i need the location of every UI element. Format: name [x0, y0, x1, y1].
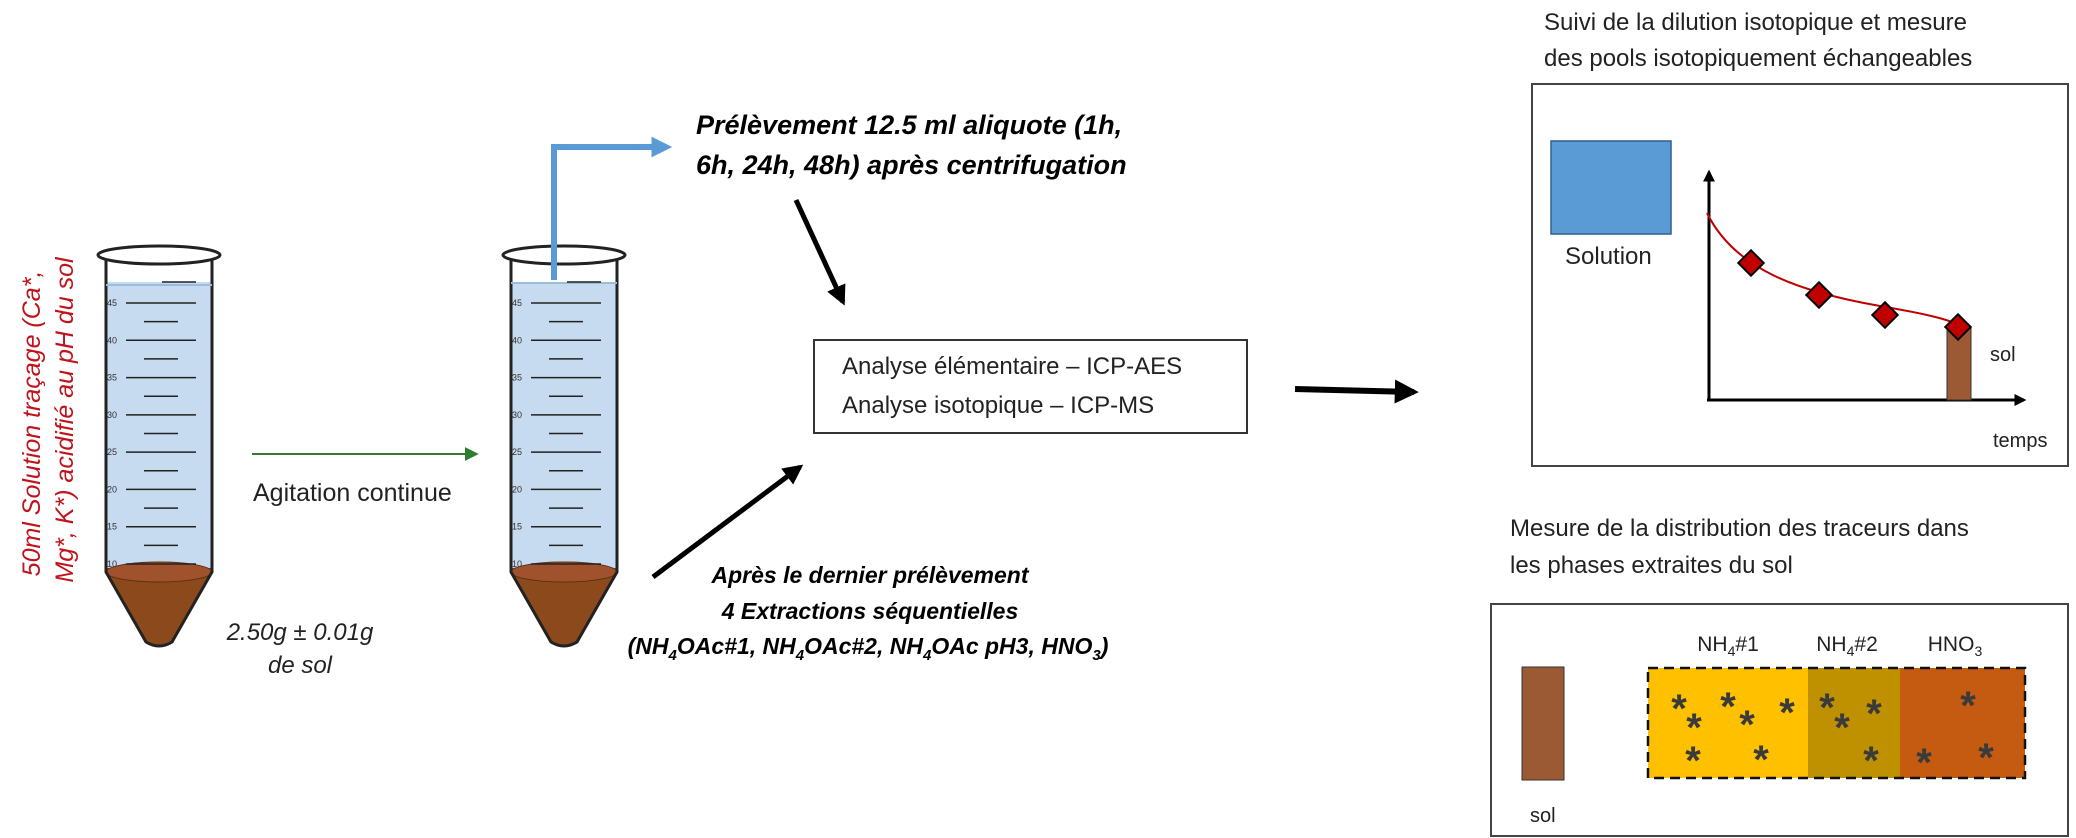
asterisk-icon: * [1834, 706, 1850, 750]
asterisk-icon: * [1739, 703, 1755, 747]
distribution-title-line2: les phases extraites du sol [1510, 552, 1793, 579]
sol-label-graph: sol [1990, 344, 2016, 366]
asterisk-icon: * [1819, 686, 1835, 730]
distribution-title-line1: Mesure de la distribution des traceurs d… [1510, 515, 1969, 542]
soil-mass-label-line2: de sol [268, 652, 333, 679]
test-tube-icon: 45 40 35 30 25 20 15 10 [96, 244, 222, 648]
diamond-marker-icon [1804, 280, 1834, 310]
graduation-label: 20 [107, 484, 117, 494]
arrow-to-analysis-top [793, 198, 846, 306]
soil-sample-bar [1521, 666, 1565, 781]
graduation-label: 15 [512, 522, 522, 532]
graduation-label: 40 [512, 335, 522, 345]
graduation-label: 25 [107, 447, 117, 457]
graduation-label: 15 [107, 522, 117, 532]
graduation-label: 20 [512, 484, 522, 494]
tube-liquid [511, 282, 617, 572]
dilution-title-line1: Suivi de la dilution isotopique et mesur… [1544, 9, 1967, 36]
diamond-marker-icon [1870, 300, 1900, 330]
solution-box [1550, 140, 1672, 235]
graduation-label: 10 [107, 559, 117, 569]
graduation-label: 30 [107, 410, 117, 420]
asterisk-icon: * [1863, 739, 1879, 783]
tube-solution-label-line2: Mg*, K*) acidifié au pH du sol [51, 256, 79, 583]
asterisk-icon: * [1753, 738, 1769, 782]
asterisk-icon: * [1978, 736, 1994, 780]
graduation-label: 40 [107, 335, 117, 345]
test-tube-icon: 45 40 35 30 25 20 15 10 [501, 244, 627, 648]
dilution-curve [1706, 212, 1961, 327]
analysis-box [813, 339, 1248, 434]
asterisk-icon: * [1779, 691, 1795, 735]
graduation-label: 35 [107, 373, 117, 383]
asterisk-icon: * [1866, 692, 1882, 736]
phase-label-nh4-1: NH4#1 [1697, 633, 1759, 659]
agitation-label: Agitation continue [253, 479, 452, 507]
extraction-label-line3: (NH4OAc#1, NH4OAc#2, NH4OAc pH3, HNO3) [628, 633, 1109, 664]
asterisk-icon: * [1685, 739, 1701, 783]
svg-text:50ml Solution traçage (Ca*,: 50ml Solution traçage (Ca*, Mg*, K*) aci… [18, 256, 79, 583]
tube-graduations: 45 40 35 30 25 20 15 10 [107, 281, 196, 569]
extraction-label-line1: Après le dernier prélèvement [710, 562, 1029, 588]
graduation-label: 25 [512, 447, 522, 457]
extraction-label-line2: 4 Extractions séquentielles [721, 598, 1019, 624]
asterisk-icon: * [1686, 706, 1702, 750]
sampling-arrow [551, 136, 673, 280]
solution-label: Solution [1565, 243, 1652, 270]
phase-label-nh4-2: NH4#2 [1816, 633, 1878, 659]
sampling-label-line2: 6h, 24h, 48h) après centrifugation [696, 150, 1127, 180]
phase-nh4-2 [1808, 668, 1900, 778]
diamond-marker-icon [1736, 248, 1766, 278]
graduation-label: 45 [512, 298, 522, 308]
diamond-markers [1736, 248, 1973, 342]
tube-liquid [106, 282, 212, 572]
arrow-to-analysis-bottom [651, 464, 804, 580]
phase-hno3 [1900, 668, 2025, 778]
analysis-line1: Analyse élémentaire – ICP-AES [842, 353, 1182, 380]
asterisk-icon: * [1916, 741, 1932, 785]
phase-nh4-1 [1648, 668, 1808, 778]
graduation-label: 10 [512, 559, 522, 569]
asterisk-icon: * [1671, 687, 1687, 731]
tube-solution-label-line1: 50ml Solution traçage (Ca*, [18, 271, 46, 577]
diamond-marker-icon [1943, 312, 1973, 342]
phases-frame [1646, 666, 2027, 780]
sampling-label-line1: Prélèvement 12.5 ml aliquote (1h, [696, 110, 1122, 140]
dilution-title-line2: des pools isotopiquement échangeables [1544, 45, 1972, 72]
graduation-label: 30 [512, 410, 522, 420]
x-axis-label: temps [1993, 430, 2047, 452]
graduation-label: 35 [512, 373, 522, 383]
soil-mass-label-line1: 2.50g ± 0.01g [226, 619, 374, 646]
asterisk-icon: * [1720, 685, 1736, 729]
asterisk-icon: * [1960, 684, 1976, 728]
sol-label-distribution: sol [1530, 805, 1556, 827]
tube-graduations: 45 40 35 30 25 20 15 10 [512, 281, 601, 569]
analysis-line2: Analyse isotopique – ICP-MS [842, 392, 1154, 419]
phase-label-hno3: HNO3 [1928, 633, 1983, 659]
asterisk-icons: ************** [1671, 684, 1994, 785]
arrow-to-results [1294, 379, 1419, 404]
graduation-label: 45 [107, 298, 117, 308]
